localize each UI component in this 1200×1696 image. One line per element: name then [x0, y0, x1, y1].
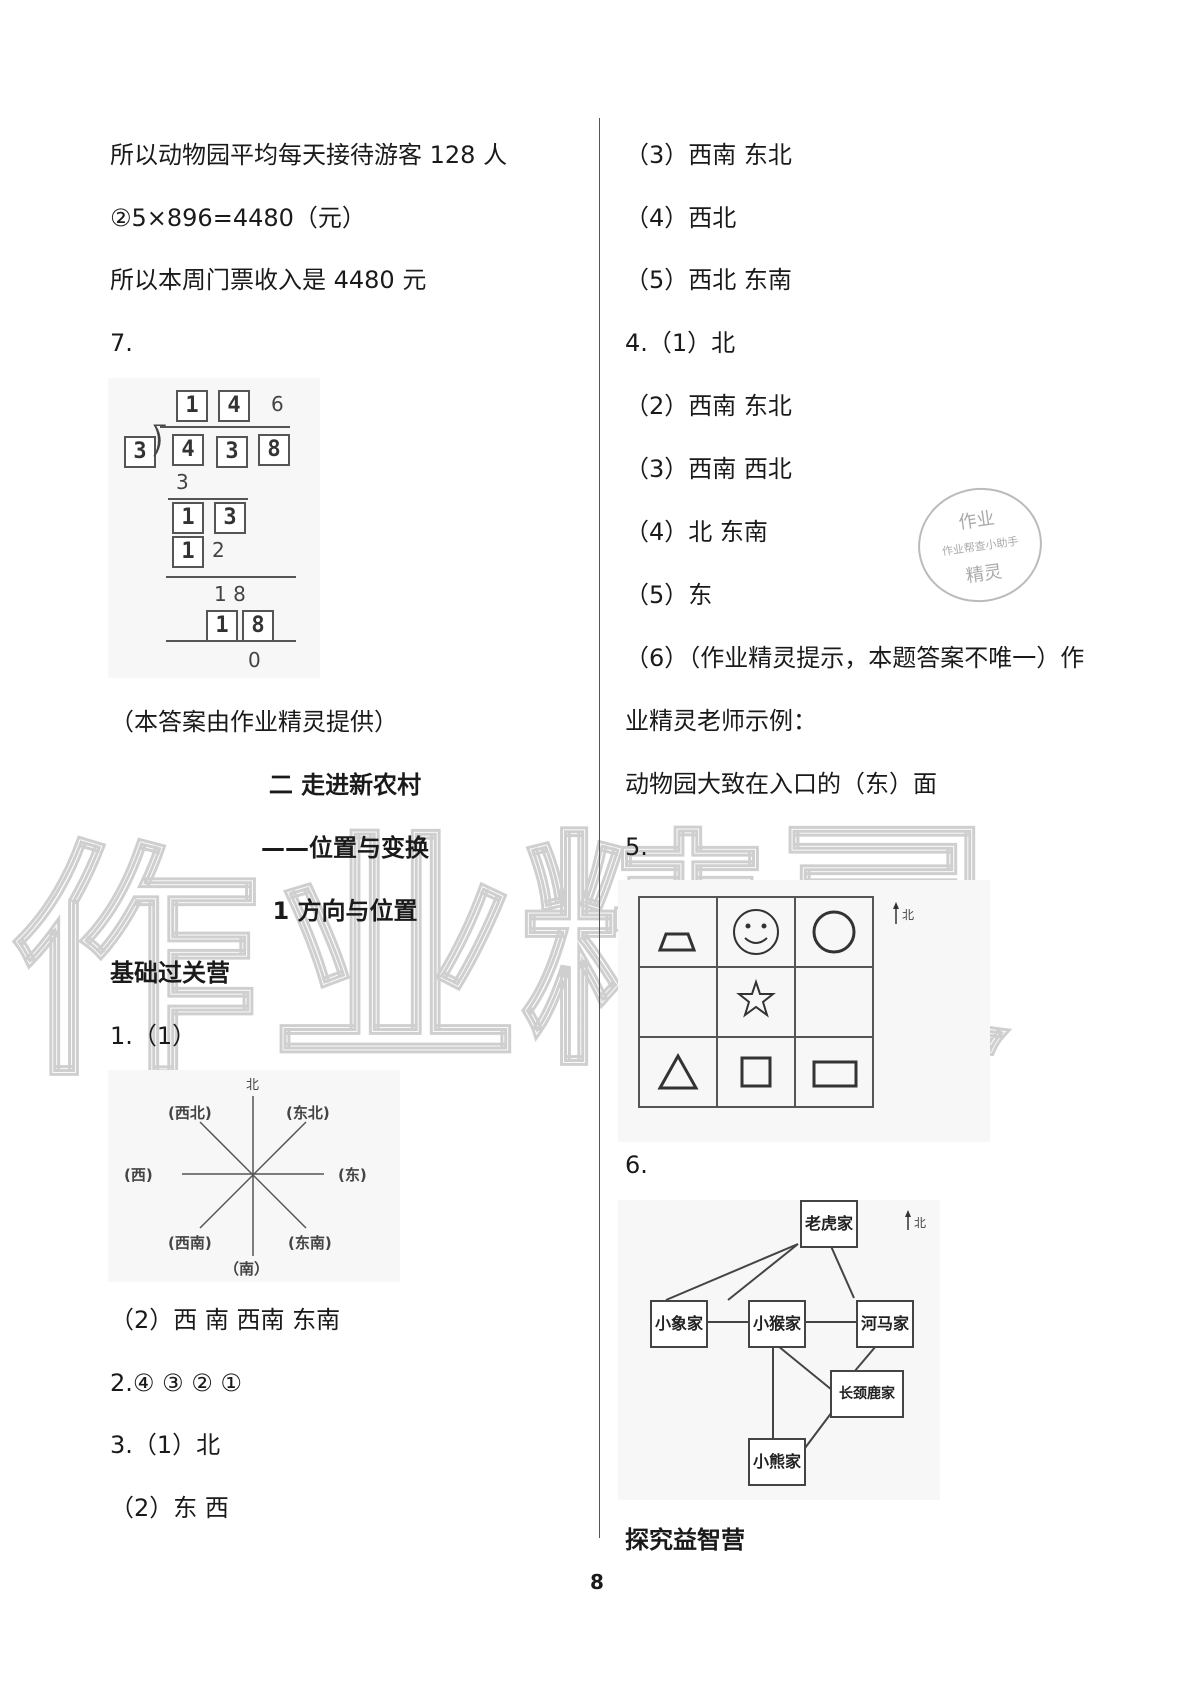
question-number: 6.: [625, 1151, 648, 1179]
hippo-home: 河马家: [856, 1300, 914, 1348]
question-number: 7.: [110, 329, 133, 357]
compass-south: （南）: [224, 1260, 270, 1278]
rectangle-shape: [812, 1060, 858, 1088]
star-shape: [736, 978, 776, 1018]
section-title: 二 走进新农村: [268, 771, 422, 799]
subtract-digit: 1: [172, 536, 204, 568]
quotient-digit: 1: [176, 390, 208, 422]
compass-southeast: (东南): [288, 1234, 332, 1252]
answer-line: （4）北 东南: [625, 518, 768, 546]
compass-west: (西): [124, 1166, 153, 1184]
divisor: 3: [124, 436, 156, 468]
subtract-digit: 3: [176, 470, 189, 494]
compass-northwest: (西北): [168, 1104, 212, 1122]
bear-home: 小熊家: [748, 1438, 806, 1486]
answer-line: （3）西南 东北: [625, 141, 792, 169]
answer-line: （2）东 西: [110, 1494, 229, 1522]
answer-line: 所以动物园平均每天接待游客 128 人: [110, 141, 508, 169]
answer-line: 3.（1）北: [110, 1431, 221, 1459]
subtract-line: [166, 640, 296, 642]
answer-line: （5）东: [625, 581, 713, 609]
smiley-face-shape: [733, 909, 779, 955]
animal-map-figure: 北 老虎家 小象家 小猴家 河马家 长颈鹿家 小熊家: [618, 1200, 940, 1500]
tiger-home: 老虎家: [800, 1200, 858, 1248]
final-remainder: 0: [248, 648, 261, 672]
division-bracket: ⟌: [152, 424, 166, 464]
answer-line: （3）西南 西北: [625, 455, 792, 483]
trapezoid-shape: [657, 932, 697, 952]
question-number: 5.: [625, 833, 648, 861]
subtract-digit: 1: [206, 610, 238, 642]
shape-grid-figure: 北: [618, 880, 990, 1142]
subtract-digit: 2: [212, 538, 225, 562]
grid-cell: [794, 1036, 874, 1108]
long-division-figure: 1 4 6 3 ⟌ 4 3 8 3 1 3 1 2 1 8 1 8 0: [108, 378, 320, 678]
circle-shape: [812, 910, 856, 954]
division-bar: [160, 426, 290, 428]
monkey-home: 小猴家: [748, 1300, 806, 1348]
compass-north: 北: [246, 1078, 260, 1093]
answer-line: 4.（1）北: [625, 329, 736, 357]
answer-line: 业精灵老师示例：: [625, 707, 817, 735]
answer-line: （2）西 南 西南 东南: [110, 1306, 341, 1334]
subtract-line: [168, 498, 248, 500]
dividend-digit: 4: [172, 434, 204, 466]
quotient-digit: 6: [271, 392, 284, 416]
remainder-digit: 1: [172, 502, 204, 534]
compass-east: (东): [338, 1166, 367, 1184]
column-divider: [599, 118, 600, 1538]
answer-line: 所以本周门票收入是 4480 元: [110, 266, 427, 294]
subtract-line: [166, 576, 296, 578]
compass-northeast: (东北): [286, 1104, 330, 1122]
triangle-shape: [657, 1052, 699, 1090]
giraffe-home: 长颈鹿家: [830, 1370, 904, 1418]
elephant-home: 小象家: [650, 1300, 708, 1348]
section-subtitle: ——位置与变换: [261, 834, 429, 862]
camp-heading: 基础过关营: [110, 959, 230, 987]
quotient-digit: 4: [218, 390, 250, 422]
dividend-digit: 8: [258, 434, 290, 466]
answer-line: 动物园大致在入口的（东）面: [625, 770, 937, 798]
remainder-digit: 3: [214, 502, 246, 534]
remainder-value: 1 8: [214, 582, 246, 606]
grid-north-label: 北: [902, 908, 915, 922]
map-connectors: [665, 1210, 911, 1453]
grid-shapes: [657, 902, 899, 1090]
dividend-digit: 3: [216, 436, 248, 468]
square-shape: [740, 1056, 772, 1088]
watermark-char-2: 业: [269, 809, 522, 1100]
answer-line: （4）西北: [625, 204, 737, 232]
answer-line: ②5×896=4480（元）: [110, 204, 366, 232]
answer-line: （6）（作业精灵提示，本题答案不唯一）作: [625, 644, 1085, 672]
subtract-digit: 8: [242, 610, 274, 642]
map-north-label: 北: [914, 1216, 927, 1230]
compass-figure: 北 (西北) (东北) (西) (东) (西南) (东南) （南）: [108, 1070, 400, 1282]
answer-credit: （本答案由作业精灵提供）: [110, 708, 398, 736]
answer-line: （2）西南 东北: [625, 392, 792, 420]
compass-southwest: (西南): [168, 1234, 212, 1252]
page-number: 8: [590, 1570, 604, 1594]
answer-line: （5）西北 东南: [625, 266, 792, 294]
app-stamp: 作业 作业帮查小助手 精灵: [910, 479, 1050, 611]
unit-title: 1 方向与位置: [272, 897, 418, 925]
compass-lines: [182, 1096, 324, 1256]
question-number: 1.（1）: [110, 1022, 197, 1050]
camp-heading: 探究益智营: [625, 1526, 745, 1554]
answer-line: 2.④ ③ ② ①: [110, 1369, 242, 1397]
